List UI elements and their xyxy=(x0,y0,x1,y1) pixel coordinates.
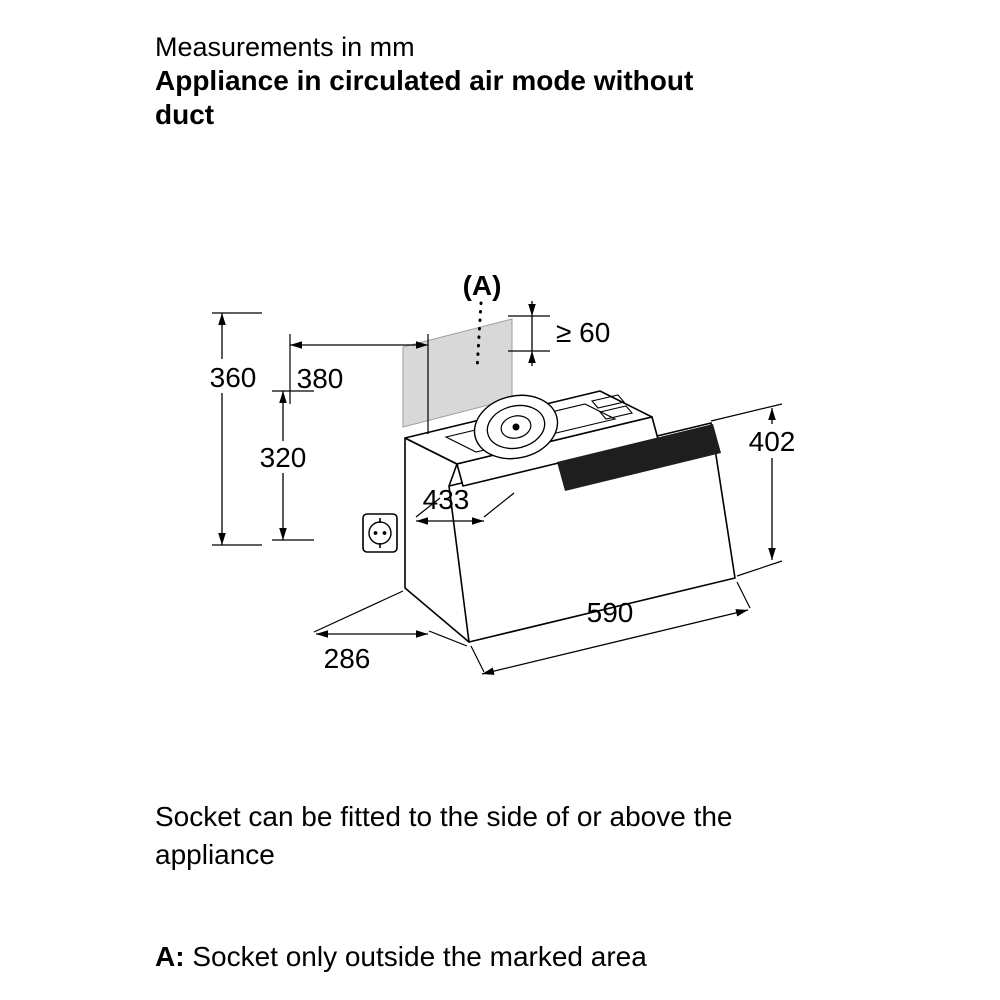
power-socket-icon xyxy=(362,513,398,553)
dimension-380: 380 xyxy=(289,334,429,434)
dimension-286-label: 286 xyxy=(324,643,371,674)
page-title-line1: Appliance in circulated air mode without xyxy=(155,65,694,96)
page-title-line2: duct xyxy=(155,99,215,130)
marker-a-leader-line xyxy=(475,301,483,372)
dimension-286: 286 xyxy=(313,590,468,674)
marker-a-note: A: Socket only outside the marked area xyxy=(155,938,920,976)
socket-note-line1: Socket can be fitted to the side of or a… xyxy=(155,801,733,832)
header: Measurements in mm Appliance in circulat… xyxy=(155,30,930,132)
dimension-380-label: 380 xyxy=(297,363,344,394)
glass-dark-trim xyxy=(557,424,721,491)
dimension-min-60: ≥ 60 xyxy=(508,301,610,366)
socket-note-line2: appliance xyxy=(155,839,275,870)
vent-slot-1 xyxy=(590,394,626,409)
dimension-360: 360 xyxy=(204,312,262,546)
marker-a-label: (A) xyxy=(463,270,502,301)
dimension-402: 402 xyxy=(710,403,800,577)
marker-a-note-prefix: A: xyxy=(155,941,185,972)
marker-a-note-text: Socket only outside the marked area xyxy=(192,941,647,972)
dimension-min-60-label: ≥ 60 xyxy=(556,317,610,348)
socket-note: Socket can be fitted to the side of or a… xyxy=(155,798,920,874)
dimension-590: 590 xyxy=(470,581,751,675)
dimension-402-label: 402 xyxy=(749,426,796,457)
dimension-320: 320 xyxy=(257,390,314,541)
fan-spiral-icon xyxy=(473,394,559,460)
dimension-433-label: 433 xyxy=(423,484,470,515)
measurements-subtitle: Measurements in mm xyxy=(155,32,415,62)
dimension-433: 433 xyxy=(415,484,515,525)
dimension-360-label: 360 xyxy=(210,362,257,393)
vent-slot-2 xyxy=(598,405,634,420)
cooker-hood-drawing xyxy=(404,390,736,643)
dimension-590-label: 590 xyxy=(587,597,634,628)
dimension-320-label: 320 xyxy=(260,442,307,473)
